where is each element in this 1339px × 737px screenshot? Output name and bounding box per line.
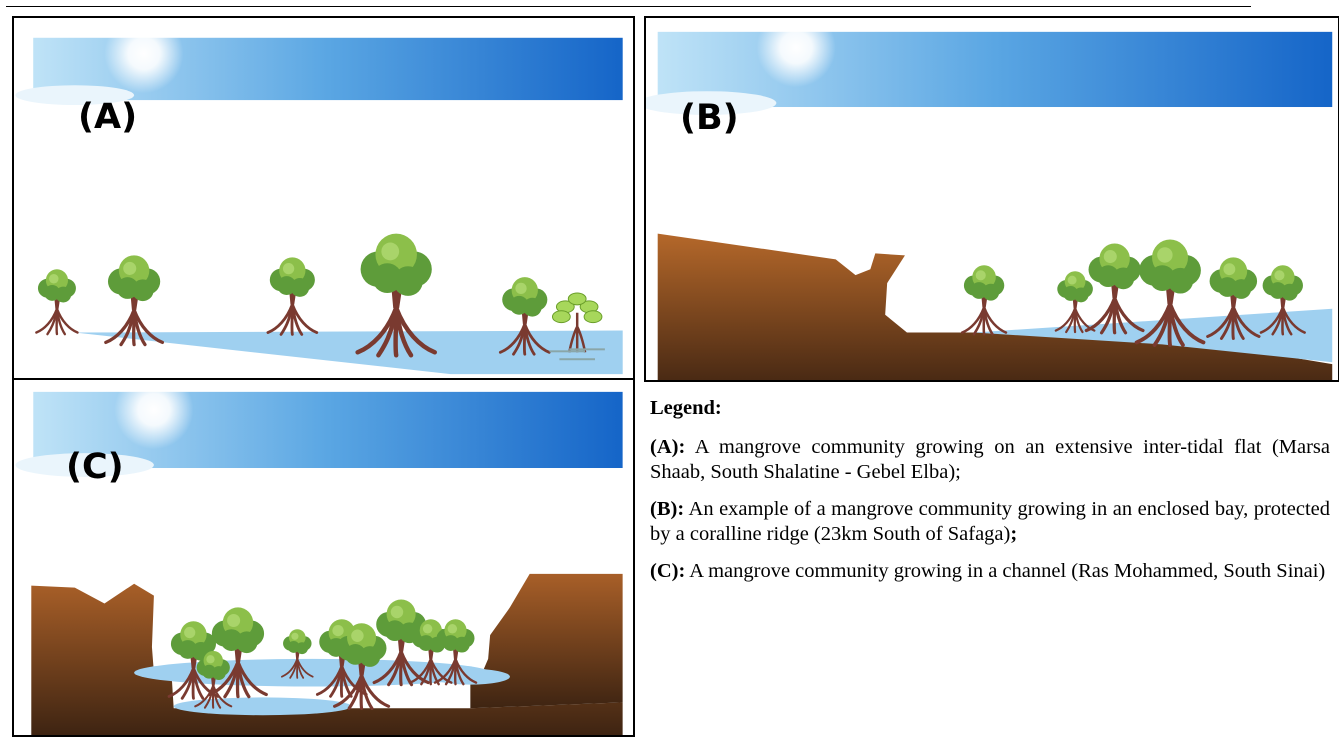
legend-text: A mangrove community growing in a channe… [685,560,1326,582]
panel-label: (A) [78,97,138,137]
channel-right-wall [470,573,623,709]
mangrove-tree [1054,271,1096,334]
mangrove-tree [208,607,268,699]
mangrove-tree [433,619,478,686]
legend-key: (C): [650,560,686,582]
legend-key: (B): [650,498,685,520]
legend-tail: ; [1010,523,1018,545]
cloud [15,453,154,477]
mangrove-tree [333,623,391,710]
mangrove-tree [960,265,1008,336]
mangrove-tree [498,277,551,356]
sun [104,18,184,94]
header-rule [6,6,1251,7]
panel-label: (C) [66,447,124,487]
cloud [15,85,135,106]
legend-item-b: (B): An example of a mangrove community … [650,497,1330,547]
mangrove-tree [1134,239,1206,347]
coralline-ridge [657,233,1333,380]
mangrove-tree [167,621,220,700]
panel-a-illustration [15,18,623,375]
mangrove-tree [266,257,319,336]
tidal-flat-water [74,330,623,375]
legend-item-c: (C): A mangrove community growing in a c… [650,559,1330,584]
channel-water [173,697,352,716]
mangrove-tree [280,629,314,679]
legend-item-a: (A): A mangrove community growing on an … [650,435,1330,485]
panel-a: (A) [12,16,635,382]
mangrove-tree [35,269,79,336]
panel-b-illustration [646,18,1333,380]
legend: Legend: (A): A mangrove community growin… [650,396,1330,596]
channel-water [430,668,510,685]
sun [756,18,836,88]
panel-label: (B) [680,98,739,138]
cloud [646,91,777,115]
panel-c-illustration [15,380,623,735]
sun [114,380,194,450]
mangrove-tree [194,650,233,709]
mangrove-tree [355,233,437,358]
channel-left-wall [31,583,623,735]
mangrove-tree [1259,265,1306,336]
panel-c: (C) [12,378,635,737]
panel-b: (B) [644,16,1339,382]
mangrove-sapling [549,292,605,361]
mangrove-tree [1206,257,1261,340]
legend-key: (A): [650,436,686,458]
legend-text: An example of a mangrove community growi… [650,498,1330,545]
mangrove-tree [1084,243,1145,335]
mangrove-tree [104,255,165,347]
legend-title: Legend: [650,397,722,419]
legend-text: A mangrove community growing on an exten… [650,436,1330,483]
